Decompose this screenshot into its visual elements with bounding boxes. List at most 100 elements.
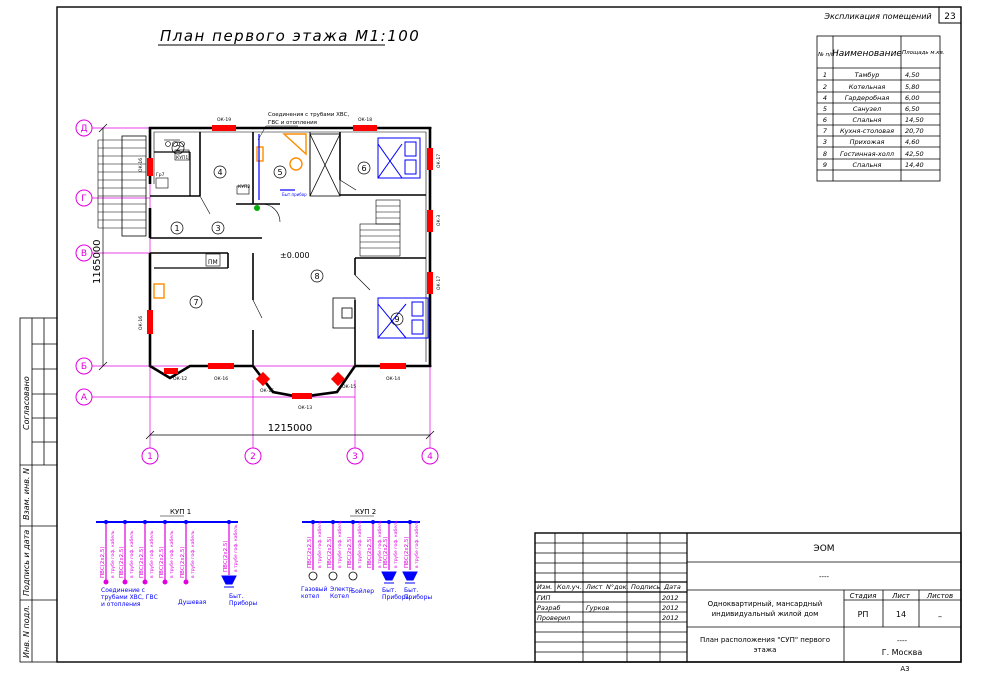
- tb-col-list: Лист: [585, 583, 603, 591]
- porch-steps: [97, 139, 146, 229]
- service-equipment: [258, 134, 295, 200]
- internal-staircase: [359, 199, 401, 257]
- plan-title: План первого этажа М1:100: [160, 27, 420, 45]
- svg-text:5: 5: [823, 105, 827, 113]
- table-row: 9 Спальня 14,40: [823, 161, 924, 169]
- kup1-on-plan: КУП1: [176, 155, 188, 161]
- svg-text:ОК-16: ОК-16: [138, 158, 144, 172]
- table-row: 8 Гостинная-холл 42,50: [823, 150, 924, 158]
- svg-text:Гардеробная: Гардеробная: [845, 94, 890, 102]
- tb-dash-line: ----: [819, 573, 830, 581]
- svg-text:Котельная: Котельная: [849, 83, 886, 91]
- tb-role-proveril: Проверил: [537, 614, 570, 622]
- svg-text:Тамбур: Тамбур: [855, 71, 880, 79]
- room-markers: [170, 141, 404, 326]
- svg-text:ОК-16: ОК-16: [214, 376, 228, 382]
- axis-row-d: Д: [80, 124, 87, 134]
- bed-room-6: [377, 137, 421, 179]
- svg-text:Кухня-столовая: Кухня-столовая: [840, 127, 894, 135]
- svg-text:в трубе гоф. кабель: в трубе гоф. кабель: [169, 530, 175, 578]
- axis-col-3-marker: [346, 447, 364, 465]
- table-row: 1 Тамбур 4,50: [823, 71, 920, 79]
- room-number-6: 6: [361, 164, 366, 173]
- axis-col-4-marker: [421, 447, 439, 465]
- svg-text:1: 1: [823, 71, 827, 79]
- svg-text:14,40: 14,40: [905, 161, 924, 169]
- svg-text:20,70: 20,70: [905, 127, 924, 135]
- window-labels: ОК-19 ОК-18 ОК-17 ОК-3 ОК-17 ОК-16 ОК-12…: [138, 117, 442, 411]
- tb-date-3: 2012: [662, 614, 679, 622]
- axis-row-b: Б: [81, 362, 87, 372]
- svg-text:ОК-13: ОК-13: [298, 405, 312, 411]
- svg-text:ГВС и отопления: ГВС и отопления: [268, 120, 317, 126]
- room-number-4: 4: [217, 168, 222, 177]
- tb-drawing-line-2: этажа: [754, 646, 777, 654]
- axis-row-g-marker: [75, 189, 93, 207]
- tb-project-line-2: индивидуальный жилой дом: [712, 610, 819, 618]
- svg-text:ПВС(2х2,5): ПВС(2х2,5): [367, 536, 373, 568]
- axis-markers: [75, 119, 439, 465]
- svg-text:Гостинная-холл: Гостинная-холл: [840, 150, 894, 158]
- svg-text:Прихожая: Прихожая: [850, 138, 885, 146]
- green-connection-point: [254, 205, 260, 211]
- svg-text:ОК-18: ОК-18: [358, 117, 372, 123]
- tb-role-razrab: Разраб: [537, 604, 560, 612]
- tb-stage: РП: [858, 610, 869, 619]
- kup2-label-el-1: Электр.: [330, 586, 355, 593]
- svg-text:5,80: 5,80: [905, 83, 919, 91]
- stamp-agreed: Согласовано: [22, 376, 31, 430]
- tb-sheet-label: Лист: [891, 592, 911, 600]
- room-number-3: 3: [215, 224, 220, 233]
- kup1-label-shower: Душевая: [178, 599, 207, 606]
- axis-col-1-marker: [141, 447, 159, 465]
- svg-text:ОК-14: ОК-14: [386, 376, 400, 382]
- tb-col-kol: Кол.уч.: [557, 583, 582, 591]
- svg-text:ОК-16: ОК-16: [138, 316, 144, 330]
- explication-rows: 1 Тамбур 4,50 2 Котельная 5,80 4 Гардеро…: [823, 71, 924, 169]
- svg-text:3: 3: [823, 138, 827, 146]
- bed-room-9: [377, 297, 429, 339]
- axis-row-v-marker: [75, 244, 93, 262]
- kup2-title: КУП 2: [355, 508, 376, 516]
- axis-col-2: 2: [250, 452, 256, 462]
- svg-text:ОК-12: ОК-12: [173, 376, 187, 382]
- kup1-label-connection-2: трубами ХВС, ГВС: [101, 594, 158, 601]
- room-number-8: 8: [314, 272, 319, 281]
- svg-text:в трубе гоф. кабель: в трубе гоф. кабель: [129, 530, 135, 578]
- kup2-label-gas-1: Газовый: [301, 586, 327, 593]
- dim-horizontal: 1215000: [268, 423, 313, 434]
- tb-stage-label: Стадия: [850, 592, 877, 600]
- svg-text:ПВС(2х2,5): ПВС(2х2,5): [307, 536, 313, 568]
- kup2-on-plan: КУП2: [238, 184, 250, 190]
- tb-name-razrab: Гурков: [586, 604, 609, 612]
- axis-row-d-marker: [75, 119, 93, 137]
- svg-text:Спальня: Спальня: [853, 161, 882, 169]
- kup2-label-app-3: Быт.: [404, 587, 418, 594]
- svg-text:2: 2: [823, 83, 827, 91]
- axis-row-b-marker: [75, 357, 93, 375]
- svg-text:в трубе гоф. кабель: в трубе гоф. кабель: [233, 524, 239, 572]
- axis-row-a-marker: [75, 388, 93, 406]
- svg-text:в трубе гоф. кабель: в трубе гоф. кабель: [110, 530, 116, 578]
- kup1-schematic: КУП 1 ПВС(2х2,5) в трубе гоф. кабель ПВС…: [96, 508, 257, 608]
- table-row: 2 Котельная 5,80: [823, 83, 920, 91]
- room-number-2: 2: [175, 144, 180, 153]
- svg-text:4: 4: [823, 94, 827, 102]
- tb-sheets-label: Листов: [926, 592, 953, 600]
- tb-code: ЭОМ: [813, 544, 834, 554]
- svg-text:ПВС(2х2,5): ПВС(2х2,5): [139, 546, 145, 578]
- kup1-title: КУП 1: [170, 508, 191, 516]
- svg-text:6,00: 6,00: [905, 94, 919, 102]
- table-row: 7 Кухня-столовая 20,70: [823, 127, 924, 135]
- stamp-inv-vz: Взам. инв. N: [22, 468, 31, 520]
- tb-role-gip: ГИП: [537, 594, 550, 602]
- svg-text:ПВС(2х2,5): ПВС(2х2,5): [119, 546, 125, 578]
- svg-text:ОК-17: ОК-17: [436, 276, 442, 290]
- svg-text:ОК-15: ОК-15: [260, 388, 274, 394]
- svg-text:4,50: 4,50: [905, 71, 919, 79]
- svg-text:в трубе гоф. кабель: в трубе гоф. кабель: [357, 520, 363, 568]
- sheet-number: 23: [944, 12, 955, 22]
- axis-col-2-marker: [244, 447, 262, 465]
- connection-note: Соединения с трубами ХВС, ГВС и отоплени…: [257, 112, 350, 141]
- room-number-7: 7: [193, 298, 198, 307]
